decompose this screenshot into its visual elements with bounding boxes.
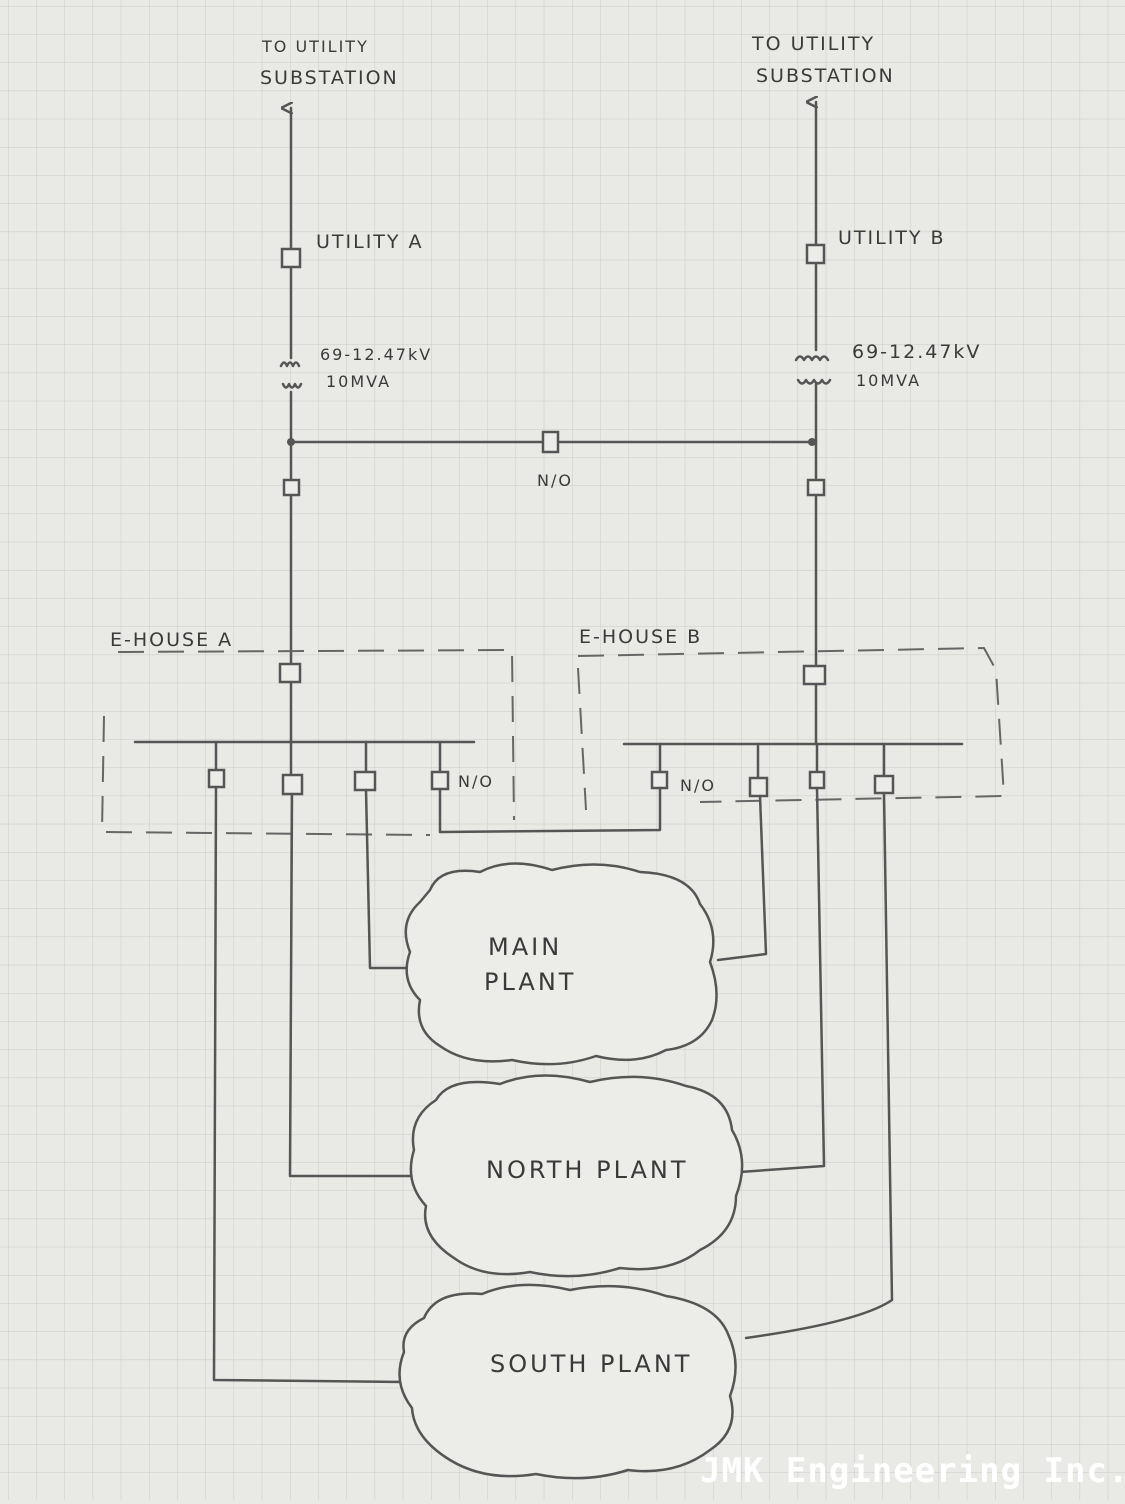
main-plant-cloud: [404, 862, 718, 1066]
breaker-b-main-feeder[interactable]: [748, 776, 769, 798]
substation-a-label-line2: SUBSTATION: [260, 67, 399, 89]
breaker-a-north-feeder[interactable]: [281, 773, 304, 796]
breaker-tie-normally-open[interactable]: [541, 430, 560, 454]
south-plant-label: SOUTH PLANT: [490, 1350, 692, 1378]
transformer-b-symbol: [794, 355, 832, 385]
cable-main-plant-a: [364, 788, 414, 970]
substation-b-label-line2: SUBSTATION: [756, 65, 895, 87]
breaker-b-south-feeder[interactable]: [873, 774, 895, 795]
north-plant-label: NORTH PLANT: [486, 1156, 689, 1184]
breaker-secondary-a[interactable]: [282, 478, 301, 497]
transformer-a-symbol: [279, 361, 303, 389]
breaker-utility-a-label: UTILITY A: [316, 231, 424, 253]
breaker-utility-a[interactable]: [280, 247, 302, 269]
breaker-secondary-b[interactable]: [806, 478, 826, 497]
breaker-ehouse-a-main[interactable]: [278, 662, 302, 684]
cable-south-plant-a: [212, 785, 406, 1384]
breaker-b-tie-label: N/O: [680, 776, 716, 795]
south-plant-cloud: [398, 1283, 737, 1480]
watermark-company-name: JMK Engineering Inc.: [700, 1451, 1125, 1491]
breaker-b-tie-normally-open[interactable]: [650, 770, 669, 790]
cable-north-plant-b: [738, 786, 826, 1174]
tie-junction-b: [808, 438, 816, 446]
breaker-utility-b-label: UTILITY B: [838, 227, 946, 249]
breaker-a-main-feeder[interactable]: [353, 770, 377, 792]
breaker-tie-label: N/O: [537, 471, 573, 490]
transformer-a-voltage: 69-12.47kV: [320, 345, 432, 364]
transformer-a-power: 10MVA: [326, 372, 391, 391]
substation-b-label-line1: TO UTILITY: [751, 33, 875, 55]
breaker-a-south-feeder[interactable]: [207, 768, 226, 789]
ehouse-a-label: E-HOUSE A: [110, 629, 233, 651]
ehouse-a-enclosure: [100, 648, 515, 836]
transformer-b-power: 10MVA: [856, 371, 921, 390]
breaker-b-north-feeder[interactable]: [808, 770, 826, 790]
north-plant-cloud: [409, 1074, 744, 1278]
breaker-utility-b[interactable]: [805, 243, 826, 265]
substation-a-label-line1: TO UTILITY: [261, 37, 369, 56]
cable-south-plant-b: [744, 791, 894, 1340]
breaker-a-tie-normally-open[interactable]: [430, 770, 450, 791]
main-plant-label-line2: PLANT: [484, 968, 576, 996]
ehouse-b-label: E-HOUSE B: [579, 626, 702, 648]
breaker-a-tie-label: N/O: [458, 772, 494, 791]
tie-junction-a: [287, 438, 295, 446]
cable-main-plant-b: [716, 794, 768, 962]
cable-north-plant-a: [288, 792, 414, 1178]
main-plant-label-line1: MAIN: [488, 933, 562, 961]
breaker-ehouse-b-main[interactable]: [802, 664, 827, 686]
ehouse-b-enclosure: [577, 646, 1006, 811]
ehouse-tie-cable: [438, 786, 662, 834]
transformer-b-voltage: 69-12.47kV: [852, 341, 981, 363]
